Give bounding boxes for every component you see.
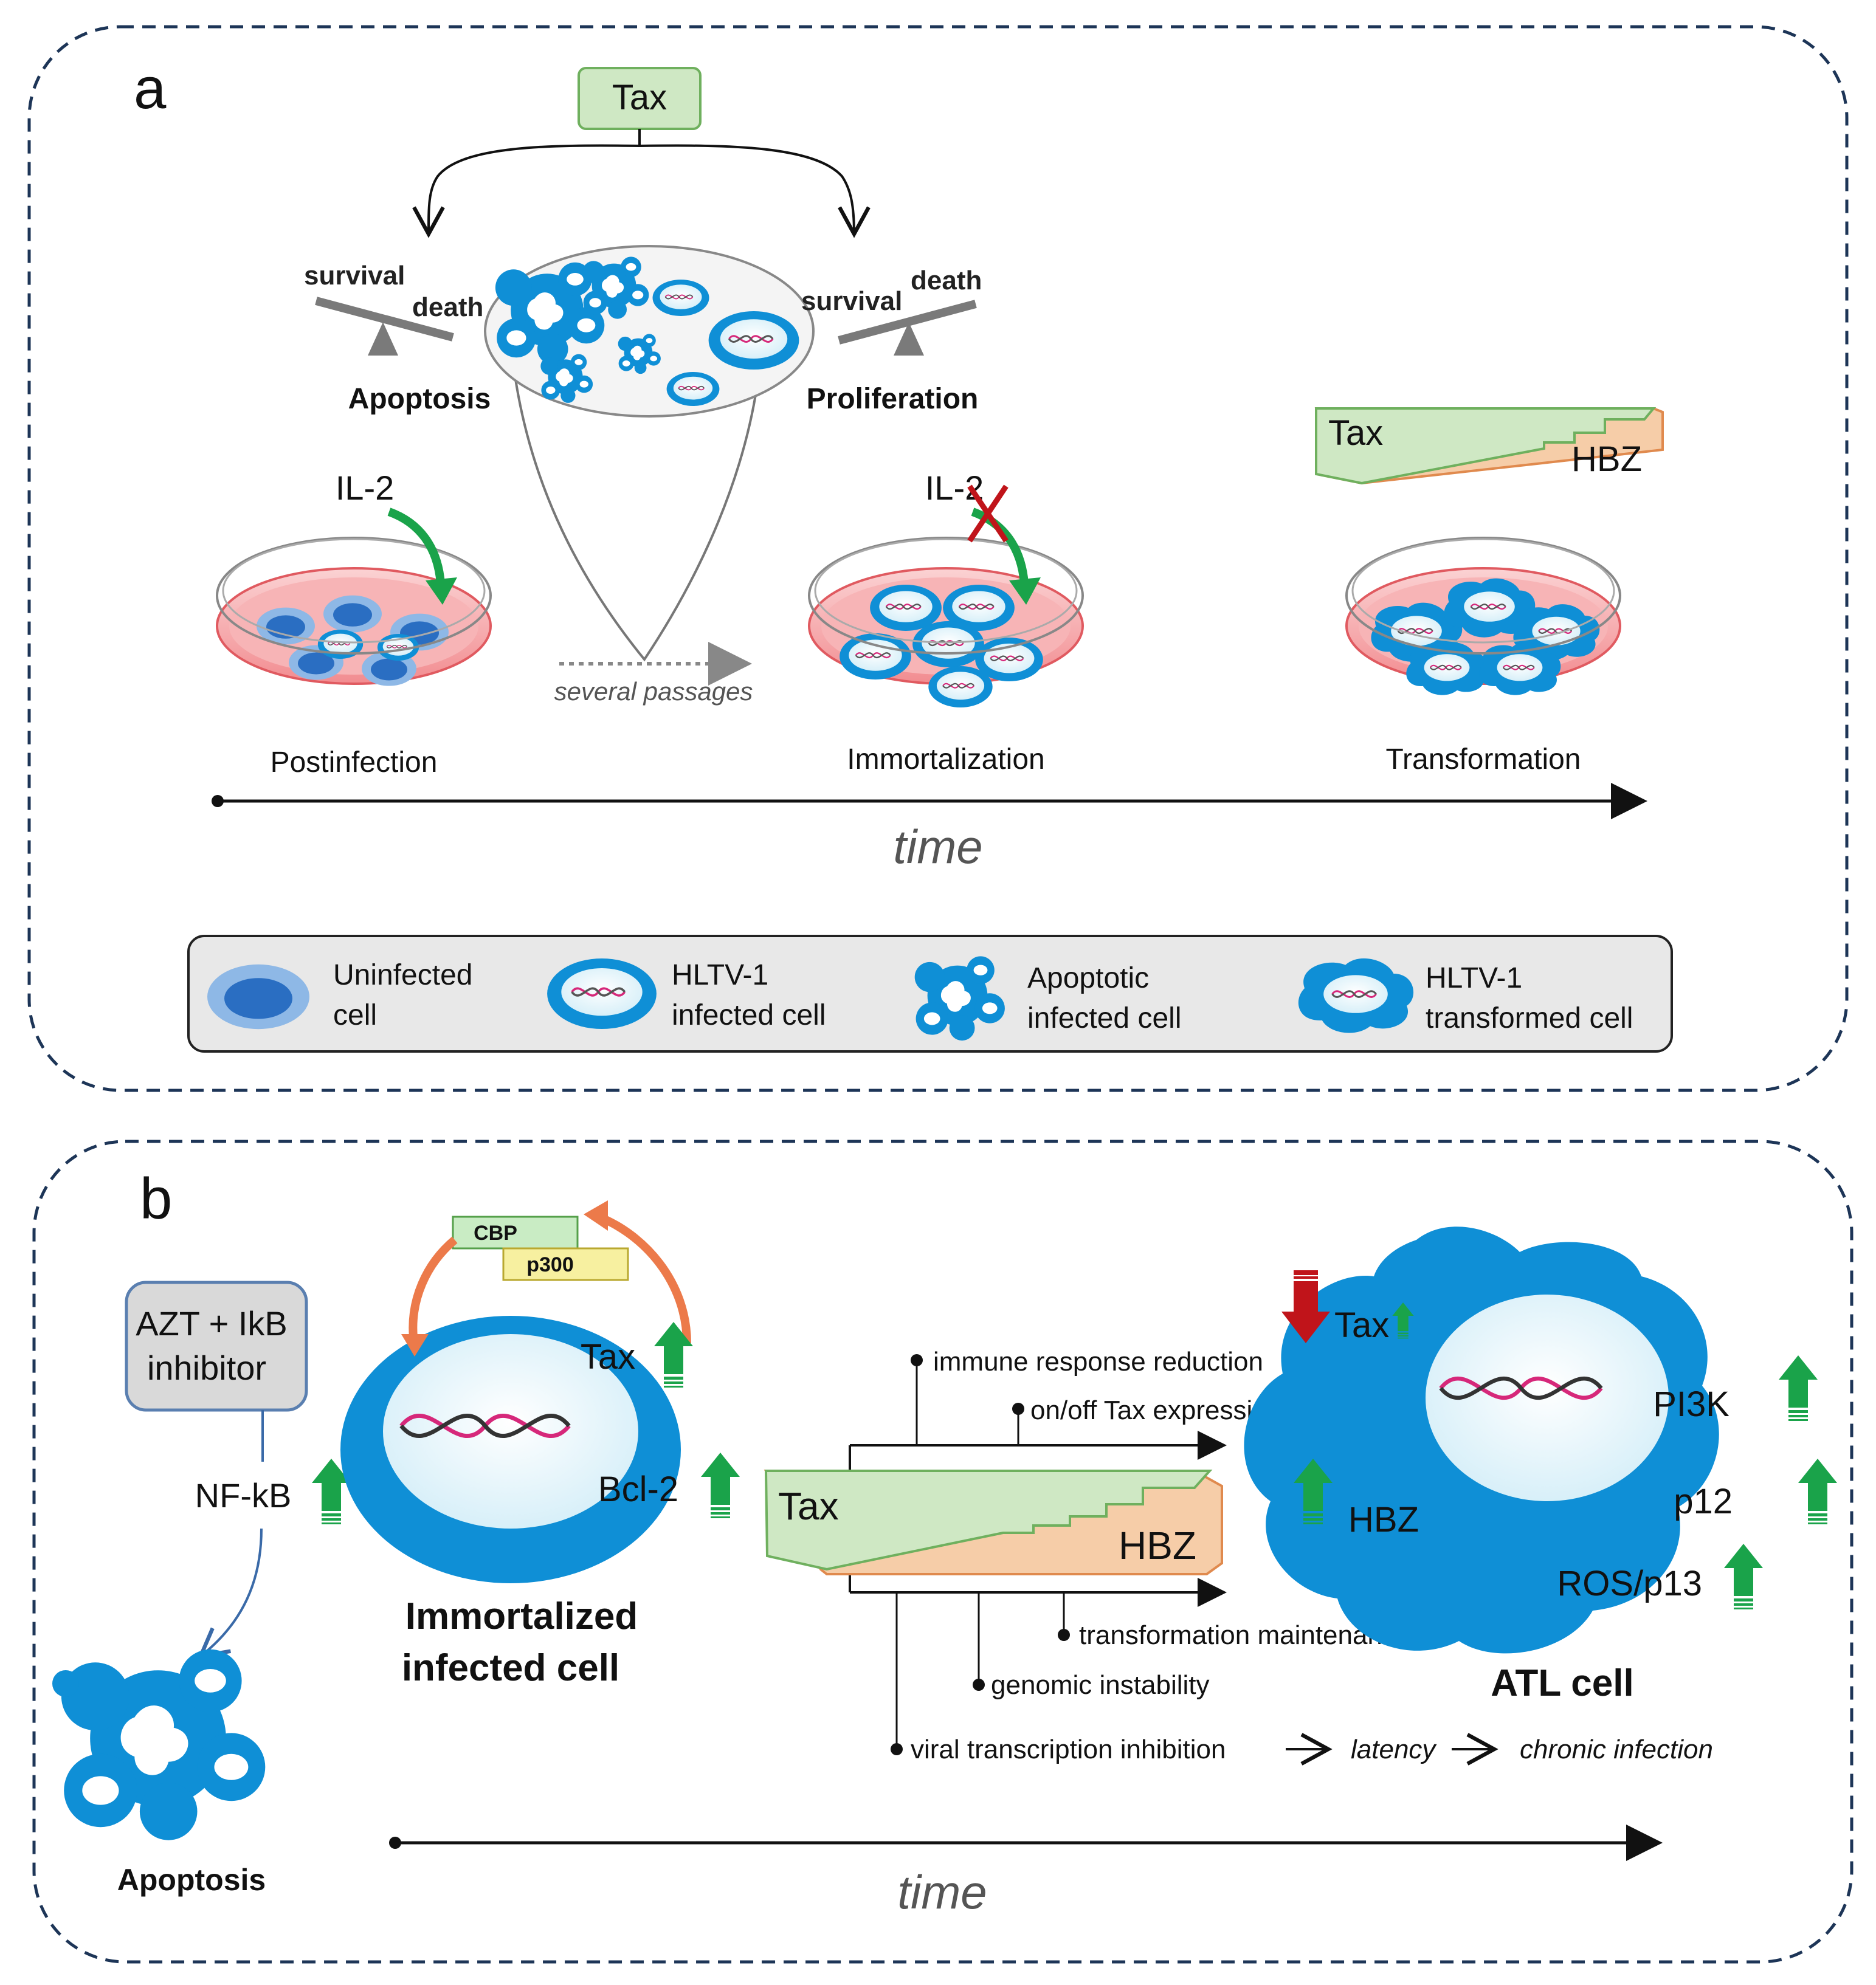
legend: Uninfected cell HLTV-1 infected cell Apo… bbox=[187, 935, 1673, 1053]
immortalized-line2: infected cell bbox=[402, 1647, 619, 1689]
death-label-left: death bbox=[412, 292, 483, 322]
passages-label: several passages bbox=[554, 677, 753, 706]
apoptosis-caption: Apoptosis bbox=[348, 383, 491, 415]
balance-apoptosis: survival death Apoptosis bbox=[304, 261, 491, 415]
legend-transformed-l2: transformed cell bbox=[1426, 1002, 1633, 1034]
cbp-to-dna-arrow bbox=[409, 1236, 458, 1338]
immortalized-line1: Immortalized bbox=[405, 1595, 638, 1637]
atl-tax-label: Tax bbox=[1334, 1306, 1389, 1345]
panel-a-label: a bbox=[134, 56, 167, 121]
tax-hbz-wedge-a: Tax HBZ bbox=[1314, 407, 1664, 485]
atl-cell bbox=[1244, 1226, 1719, 1654]
tax-label-wedge-b: Tax bbox=[778, 1484, 839, 1528]
tax-label-a: Tax bbox=[1328, 413, 1383, 453]
time-label-a: time bbox=[893, 820, 982, 873]
immortalized-cell bbox=[340, 1316, 681, 1583]
p300-box bbox=[502, 1247, 629, 1281]
apoptotic-cell-b bbox=[61, 1649, 266, 1840]
atl-pi3k-label: PI3K bbox=[1653, 1385, 1729, 1424]
panel-b: b AZT + IkB inhibitor NF-kB Apoptosis CB… bbox=[32, 1140, 1854, 1964]
legend-uninfected-l2: cell bbox=[333, 999, 377, 1031]
panel-a: a Tax survival death Apoptosis bbox=[27, 25, 1849, 1092]
tax-label-b: Tax bbox=[581, 1337, 635, 1377]
hbz-label-wedge-b: HBZ bbox=[1119, 1524, 1196, 1567]
tax-to-cbp-arrow bbox=[594, 1211, 691, 1344]
tax-arrow-left bbox=[412, 144, 640, 238]
panel-b-label: b bbox=[140, 1166, 172, 1231]
effect-viral: viral transcription inhibition bbox=[911, 1735, 1226, 1764]
azt-line2: inhibitor bbox=[147, 1349, 266, 1387]
atl-hbz-label: HBZ bbox=[1348, 1500, 1419, 1539]
effect-genomic: genomic instability bbox=[991, 1670, 1210, 1700]
panel-b-border bbox=[32, 1140, 1854, 1964]
il2-removed-x bbox=[967, 484, 1009, 543]
azt-line1: AZT + IkB bbox=[136, 1304, 287, 1343]
dish-transformation: Transformation bbox=[1345, 537, 1621, 776]
legend-infected-l1: HLTV-1 bbox=[672, 959, 768, 991]
atl-ros-label: ROS/p13 bbox=[1557, 1564, 1702, 1603]
apoptosis-label-b: Apoptosis bbox=[117, 1863, 266, 1897]
balance-proliferation: survival death Proliferation bbox=[801, 266, 982, 415]
nfkb-to-apoptosis-arrow bbox=[197, 1528, 263, 1659]
stage-transformation: Transformation bbox=[1386, 743, 1581, 776]
atl-p12-label: p12 bbox=[1674, 1482, 1733, 1521]
tax-arrow-right bbox=[639, 144, 871, 238]
legend-transformed-l1: HLTV-1 bbox=[1426, 962, 1522, 994]
zoom-circle bbox=[484, 245, 815, 418]
legend-uninfected-l1: Uninfected bbox=[333, 959, 472, 991]
il2-label-right: IL-2 bbox=[925, 469, 984, 507]
effect-immune: immune response reduction bbox=[933, 1347, 1263, 1377]
death-label-right: death bbox=[911, 266, 982, 295]
legend-apoptotic-l1: Apoptotic bbox=[1027, 962, 1149, 994]
nfkb-label: NF-kB bbox=[195, 1476, 292, 1515]
zoom-cone bbox=[509, 340, 761, 662]
legend-apoptotic-l2: infected cell bbox=[1027, 1002, 1181, 1034]
survival-label-right: survival bbox=[801, 286, 902, 316]
latency-label: latency bbox=[1351, 1735, 1437, 1764]
stage-postinfection: Postinfection bbox=[271, 746, 438, 779]
dish-immortalization: IL-2 Immortalization bbox=[808, 469, 1084, 776]
atl-ros-up-arrow bbox=[1724, 1544, 1763, 1609]
panel-a-border bbox=[27, 25, 1849, 1092]
atl-p12-up-arrow bbox=[1798, 1459, 1837, 1524]
cbp-label: CBP bbox=[474, 1222, 517, 1245]
time-label-b: time bbox=[897, 1865, 987, 1919]
dish-postinfection: IL-2 Postinfection bbox=[216, 469, 492, 779]
atl-tax-down-arrow bbox=[1281, 1270, 1330, 1343]
azt-box bbox=[125, 1281, 308, 1412]
hbz-label-a: HBZ bbox=[1571, 439, 1642, 479]
cbp-box bbox=[452, 1216, 579, 1250]
proliferation-caption: Proliferation bbox=[807, 383, 979, 415]
stage-immortalization: Immortalization bbox=[847, 743, 1044, 776]
chronic-label: chronic infection bbox=[1520, 1735, 1713, 1764]
atl-cell-label: ATL cell bbox=[1491, 1662, 1633, 1704]
tax-box-label: Tax bbox=[612, 78, 667, 117]
bcl2-label: Bcl-2 bbox=[598, 1470, 678, 1509]
legend-infected-l2: infected cell bbox=[672, 999, 826, 1031]
p300-label: p300 bbox=[526, 1253, 574, 1276]
atl-pi3k-up-arrow bbox=[1779, 1355, 1818, 1421]
effect-onoff: on/off Tax expression bbox=[1030, 1395, 1282, 1425]
bcl2-up-arrow bbox=[701, 1453, 740, 1518]
il2-label-left: IL-2 bbox=[336, 469, 395, 507]
tax-hbz-wedge-b: Tax HBZ bbox=[764, 1470, 1223, 1575]
survival-label-left: survival bbox=[304, 261, 405, 291]
